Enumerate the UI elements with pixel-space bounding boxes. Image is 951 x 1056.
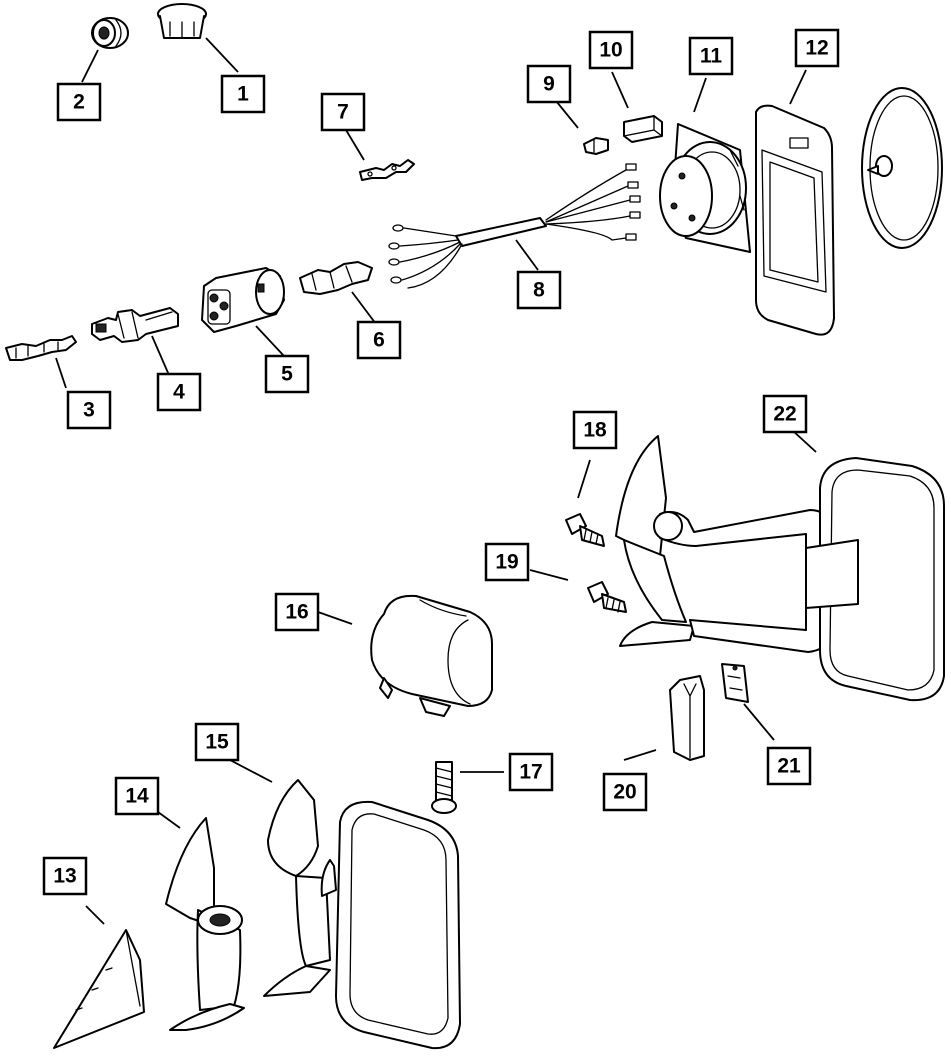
svg-text:1: 1 (237, 83, 249, 106)
svg-text:9: 9 (543, 73, 555, 96)
callout-15: 15 (194, 722, 240, 762)
svg-text:10: 10 (599, 39, 622, 62)
part-6-terminal-clip (299, 261, 373, 295)
callout-19: 19 (484, 542, 530, 582)
part-11-motor (659, 123, 751, 253)
svg-text:20: 20 (613, 781, 636, 804)
svg-text:7: 7 (337, 101, 349, 124)
part-12-backing-plate (755, 104, 835, 336)
part-10-block (623, 115, 663, 143)
part-2-grommet (91, 17, 129, 49)
part-9-clip (583, 137, 609, 155)
part-8-wire-harness (388, 163, 641, 289)
part-20-clip (669, 675, 705, 761)
mirror-glass-disc (861, 87, 943, 249)
callout-21: 21 (766, 746, 812, 786)
callout-6: 6 (356, 320, 402, 360)
svg-text:15: 15 (205, 731, 229, 754)
part-18-bolt (565, 513, 605, 547)
svg-text:16: 16 (285, 601, 308, 624)
part-17-screw (431, 761, 457, 814)
callout-17: 17 (508, 752, 554, 792)
callout-12: 12 (794, 28, 840, 68)
callout-1: 1 (220, 74, 266, 114)
svg-text:8: 8 (533, 279, 545, 302)
callout-10: 10 (588, 30, 634, 70)
callout-20: 20 (602, 772, 648, 812)
svg-text:5: 5 (281, 363, 293, 386)
part-5-connector-block (201, 267, 285, 333)
svg-text:17: 17 (519, 761, 542, 784)
callout-3: 3 (66, 390, 112, 430)
callout-14: 14 (114, 776, 160, 816)
part-7-terminal (359, 159, 415, 181)
callout-22: 22 (762, 394, 808, 434)
part-21-bracket (721, 663, 749, 703)
callout-13: 13 (42, 856, 88, 896)
svg-text:14: 14 (125, 785, 149, 808)
part-16-head-cover (370, 594, 493, 717)
svg-text:4: 4 (173, 381, 185, 404)
callout-7: 7 (320, 92, 366, 132)
part-1-push-clip (157, 3, 207, 39)
callout-18: 18 (572, 410, 618, 450)
leader-lines (55, 37, 817, 925)
part-22-mirror-assembly (615, 435, 945, 702)
part-15-mirror-arm (263, 779, 461, 1050)
part-4-connector (91, 307, 179, 343)
part-19-bolt (587, 581, 627, 613)
callout-9: 9 (526, 64, 572, 104)
callout-8: 8 (516, 270, 562, 310)
part-3-terminal-pins (5, 335, 77, 361)
callout-2: 2 (56, 82, 102, 122)
svg-text:22: 22 (773, 403, 796, 426)
svg-text:21: 21 (777, 755, 801, 778)
svg-text:19: 19 (495, 551, 518, 574)
svg-text:3: 3 (83, 399, 95, 422)
part-14-arm-bracket (165, 817, 245, 1031)
part-13-wedge-trim (53, 929, 145, 1049)
callout-16: 16 (274, 592, 320, 632)
callout-11: 11 (688, 36, 734, 76)
svg-text:6: 6 (373, 329, 385, 352)
svg-text:2: 2 (73, 91, 85, 114)
callout-4: 4 (156, 372, 202, 412)
svg-text:11: 11 (700, 45, 723, 68)
callout-5: 5 (264, 354, 310, 394)
svg-text:18: 18 (583, 419, 607, 442)
svg-text:13: 13 (53, 865, 76, 888)
svg-text:12: 12 (805, 37, 828, 60)
